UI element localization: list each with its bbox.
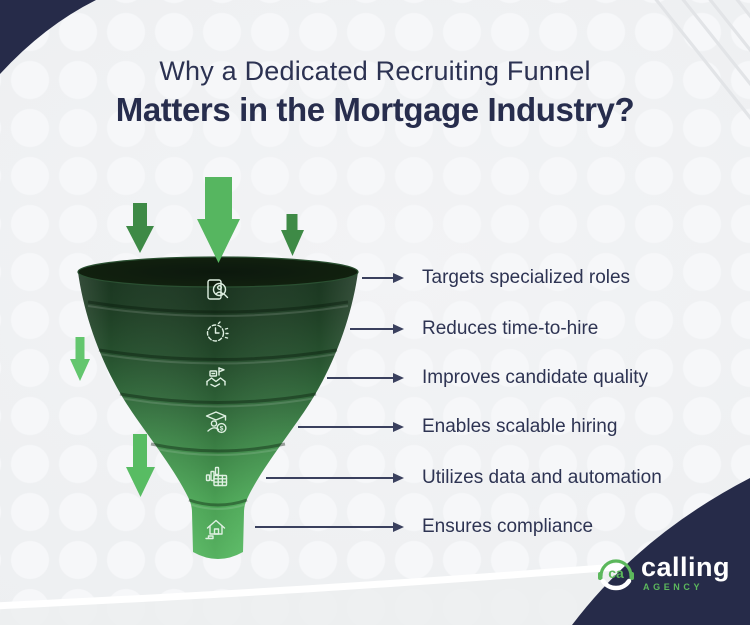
stage-label-4: Enables scalable hiring bbox=[422, 416, 618, 437]
funnel-graphic bbox=[77, 256, 359, 559]
brand-logo: ca calling AGENCY bbox=[594, 550, 730, 598]
stage-label-5: Utilizes data and automation bbox=[422, 467, 662, 488]
inflow-arrow-top-middle bbox=[197, 177, 240, 263]
compliance-icon bbox=[205, 519, 226, 540]
logo-icon: ca bbox=[598, 559, 634, 591]
stage-label-6: Ensures compliance bbox=[422, 516, 594, 537]
title-line-2: Matters in the Mortgage Industry? bbox=[115, 91, 635, 128]
inflow-arrow-top-right bbox=[281, 214, 304, 256]
svg-text:$: $ bbox=[220, 425, 224, 432]
logo-monogram: ca bbox=[608, 565, 624, 581]
diagonal-lines-decoration bbox=[654, 0, 750, 120]
connector-arrow-4 bbox=[298, 422, 404, 432]
connector-arrow-3 bbox=[327, 373, 404, 383]
candidate-search-icon bbox=[207, 279, 229, 300]
inflow-arrow-side-small bbox=[70, 337, 90, 381]
stage-label-3: Improves candidate quality bbox=[422, 367, 649, 388]
inflow-arrow-top-left bbox=[126, 203, 154, 253]
corner-top-left bbox=[0, 0, 96, 74]
stage-label-1: Targets specialized roles bbox=[422, 267, 631, 288]
connector-arrow-2 bbox=[350, 324, 404, 334]
data-automation-icon bbox=[205, 466, 228, 487]
candidate-quality-icon bbox=[206, 367, 226, 388]
inflow-arrow-side-large bbox=[126, 434, 155, 497]
stage-label-2: Reduces time-to-hire bbox=[422, 318, 599, 339]
connector-arrow-1 bbox=[362, 273, 404, 283]
time-to-hire-icon bbox=[206, 321, 229, 342]
swoosh-decoration bbox=[0, 552, 750, 625]
inflow-arrows bbox=[70, 177, 304, 497]
title-line-1: Why a Dedicated Recruiting Funnel bbox=[159, 56, 591, 86]
funnel-band-highlights bbox=[87, 305, 349, 510]
page-title: Why a Dedicated Recruiting Funnel Matter… bbox=[0, 54, 750, 130]
connector-arrows bbox=[255, 273, 404, 532]
logo-text: calling AGENCY bbox=[641, 550, 730, 592]
funnel-band-separators bbox=[87, 300, 349, 507]
connector-arrow-6 bbox=[255, 522, 404, 532]
scalable-hiring-icon: $ bbox=[205, 411, 227, 434]
connector-arrow-5 bbox=[266, 473, 404, 483]
logo-wordmark: calling bbox=[641, 552, 731, 582]
logo-subtext: AGENCY bbox=[643, 582, 704, 592]
